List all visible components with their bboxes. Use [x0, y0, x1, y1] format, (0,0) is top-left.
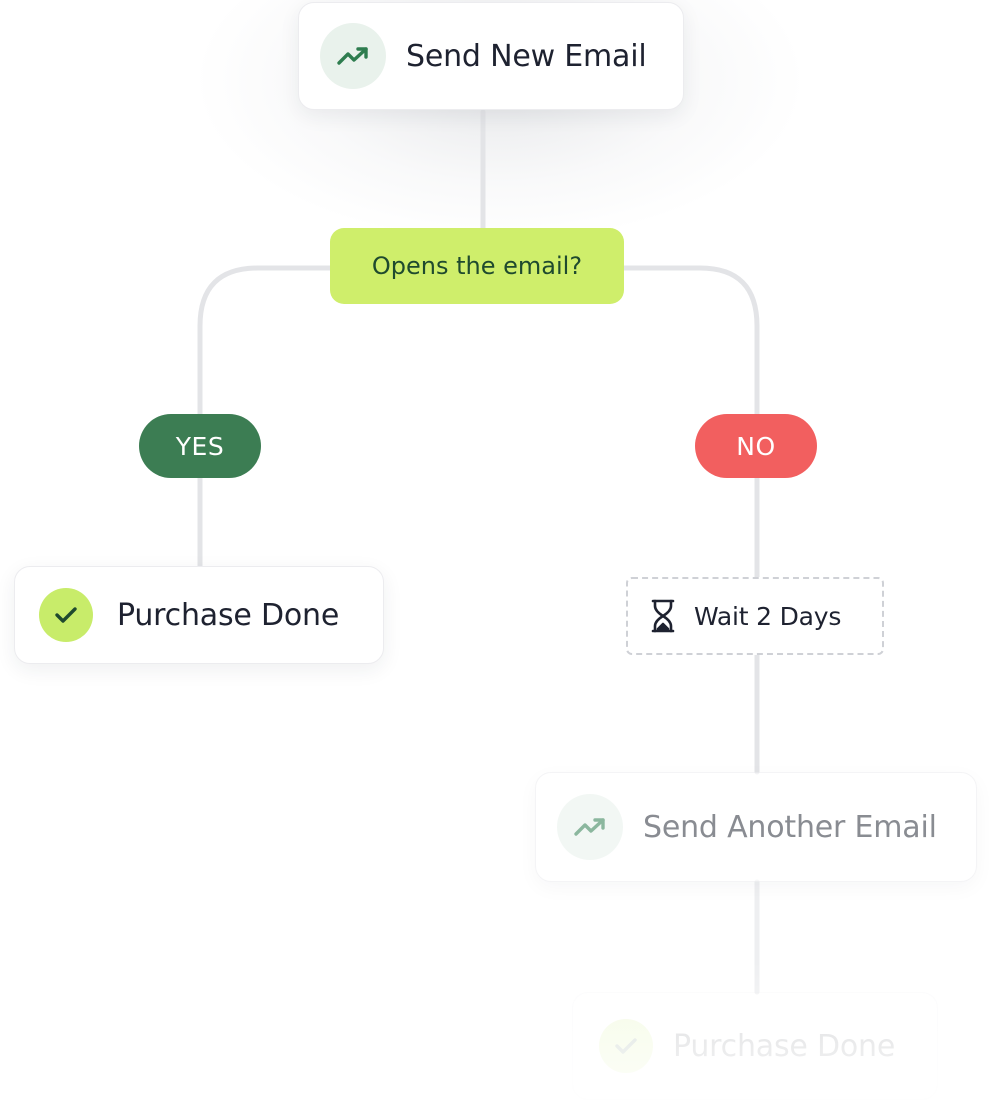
decision-label: Opens the email? [371, 252, 583, 280]
send-new-email-label: Send New Email [406, 38, 647, 74]
send-new-email-card[interactable]: Send New Email [298, 2, 684, 110]
check-icon [39, 588, 93, 642]
yes-branch-pill[interactable]: YES [139, 414, 261, 478]
trending-up-icon [557, 794, 623, 860]
connector-decision-to-yes [197, 265, 333, 417]
purchase-done-faded-card[interactable]: Purchase Done [572, 992, 938, 1100]
no-label: NO [736, 431, 776, 461]
wait-step[interactable]: Wait 2 Days [626, 577, 884, 655]
purchase-done-faded-label: Purchase Done [673, 1028, 896, 1064]
trending-up-icon [320, 23, 386, 89]
no-branch-pill[interactable]: NO [695, 414, 817, 478]
purchase-done-label: Purchase Done [117, 597, 340, 633]
opens-email-decision[interactable]: Opens the email? [330, 228, 624, 304]
hourglass-icon [650, 599, 676, 633]
yes-label: YES [175, 431, 225, 461]
check-icon [599, 1019, 653, 1073]
send-another-email-card[interactable]: Send Another Email [535, 772, 977, 882]
wait-label: Wait 2 Days [694, 601, 842, 631]
connector-decision-to-no [621, 265, 760, 417]
send-another-email-label: Send Another Email [643, 809, 937, 845]
purchase-done-card[interactable]: Purchase Done [14, 566, 384, 664]
